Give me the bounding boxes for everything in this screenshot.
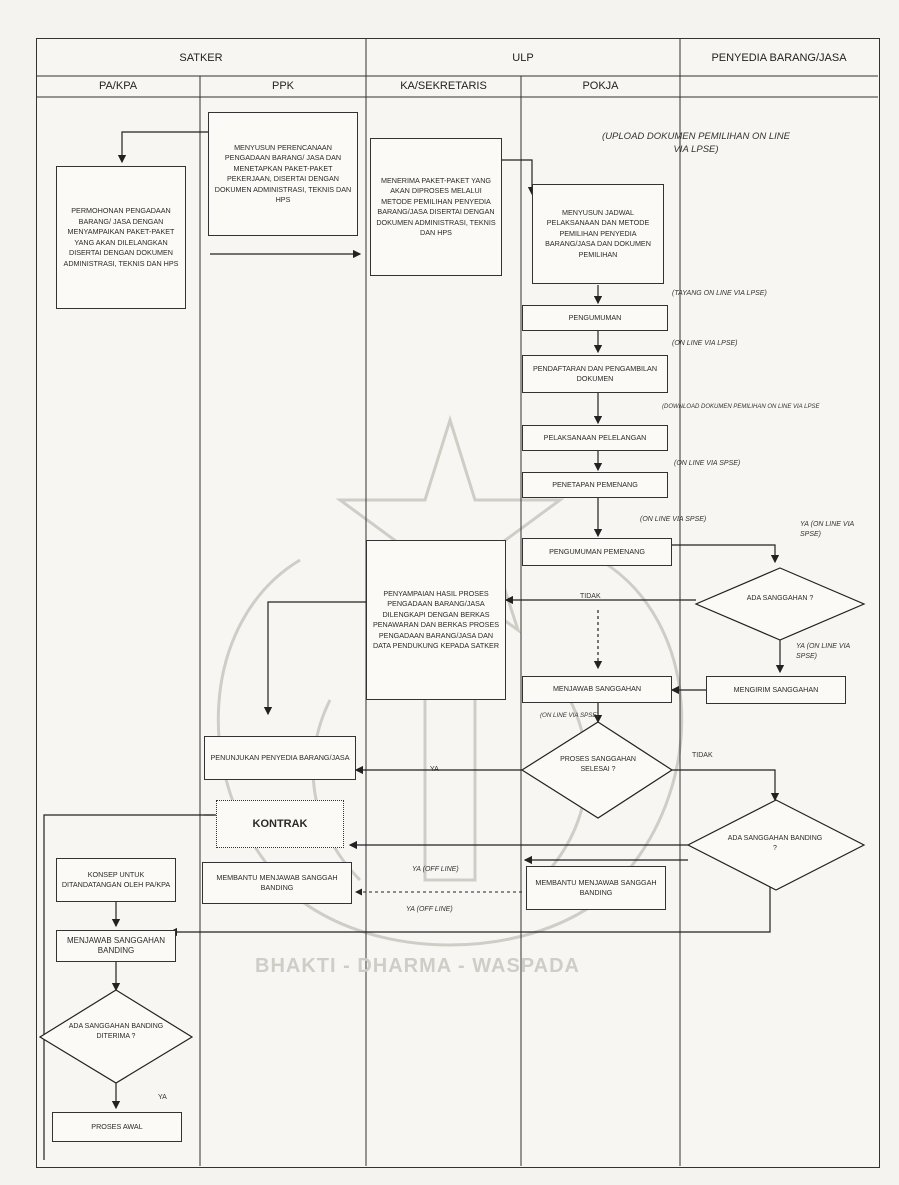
label-ya-online-1: YA (ON LINE VIA SPSE) bbox=[800, 521, 854, 538]
header-ppk: PPK bbox=[271, 80, 294, 92]
header-pokja: POKJA bbox=[582, 80, 619, 92]
decision-ada-banding: ADA SANGGAHAN BANDING ? bbox=[727, 835, 823, 852]
diamond-ada-banding bbox=[686, 799, 866, 891]
decision-proses-selesai: PROSES SANGGAHAN SELESAI ? bbox=[560, 756, 636, 773]
label-online-spse-1: (ON LINE VIA SPSE) bbox=[674, 460, 741, 467]
label-tidak-2: TIDAK bbox=[692, 752, 713, 759]
header-satker: SATKER bbox=[179, 52, 223, 64]
diamond-ada-sanggahan bbox=[694, 567, 866, 641]
label-ya-online-2: YA (ON LINE VIA SPSE) bbox=[796, 643, 850, 660]
header-ka-sekretaris: KA/SEKRETARIS bbox=[400, 80, 487, 92]
box-membantu-pokja: MEMBANTU MENJAWAB SANGGAH BANDING bbox=[526, 866, 666, 910]
label-tidak-1: TIDAK bbox=[580, 593, 601, 600]
box-pengumuman-pemenang: PENGUMUMAN PEMENANG bbox=[522, 538, 672, 566]
label-online-spse-3: (ON LINE VIA SPSE) bbox=[540, 712, 599, 719]
diamond-proses-selesai bbox=[520, 721, 674, 819]
box-pengumuman: PENGUMUMAN bbox=[522, 305, 668, 331]
label-tayang: (TAYANG ON LINE VIA LPSE) bbox=[672, 290, 767, 297]
watermark-motto: BHAKTI - DHARMA - WASPADA bbox=[255, 955, 580, 977]
box-mengirim-sanggahan: MENGIRIM SANGGAHAN bbox=[706, 676, 846, 704]
box-penetapan: PENETAPAN PEMENANG bbox=[522, 472, 668, 498]
decision-banding-diterima: ADA SANGGAHAN BANDING DITERIMA ? bbox=[68, 1023, 164, 1040]
box-menyusun-perencanaan: MENYUSUN PERENCANAAN PENGADAAN BARANG/ J… bbox=[208, 112, 358, 236]
box-pendaftaran: PENDAFTARAN DAN PENGAMBILAN DOKUMEN bbox=[522, 355, 668, 393]
box-permohonan: PERMOHONAN PENGADAAN BARANG/ JASA DENGAN… bbox=[56, 166, 186, 309]
box-menjawab-sanggahan: MENJAWAB SANGGAHAN bbox=[522, 676, 672, 703]
decision-ada-sanggahan: ADA SANGGAHAN ? bbox=[746, 595, 814, 602]
box-menyusun-jadwal: MENYUSUN JADWAL PELAKSANAAN DAN METODE P… bbox=[532, 184, 664, 284]
label-online-spse-2: (ON LINE VIA SPSE) bbox=[640, 516, 707, 523]
label-download: (DOWNLOAD DOKUMEN PEMILIHAN ON LINE VIA … bbox=[662, 404, 820, 410]
label-ya-offline-2: YA (OFF LINE) bbox=[406, 906, 453, 913]
header-pa-kpa: PA/KPA bbox=[98, 80, 138, 92]
box-pelaksanaan: PELAKSANAAN PELELANGAN bbox=[522, 425, 668, 451]
box-proses-awal: PROSES AWAL bbox=[52, 1112, 182, 1142]
box-penunjukan: PENUNJUKAN PENYEDIA BARANG/JASA bbox=[204, 736, 356, 780]
box-kontrak: KONTRAK bbox=[216, 800, 344, 848]
box-membantu-ppk: MEMBANTU MENJAWAB SANGGAH BANDING bbox=[202, 862, 352, 904]
label-ya-2: YA bbox=[158, 1094, 167, 1101]
box-penyampaian: PENYAMPAIAN HASIL PROSES PENGADAAN BARAN… bbox=[366, 540, 506, 700]
label-ya-offline-1: YA (OFF LINE) bbox=[412, 866, 459, 873]
box-menjawab-banding: MENJAWAB SANGGAHAN BANDING bbox=[56, 930, 176, 962]
diamond-banding-diterima bbox=[38, 989, 194, 1084]
box-menerima-paket: MENERIMA PAKET-PAKET YANG AKAN DIPROSES … bbox=[370, 138, 502, 276]
header-penyedia: PENYEDIA BARANG/JASA bbox=[711, 52, 847, 64]
box-konsep: KONSEP UNTUK DITANDATANGAN OLEH PA/KPA bbox=[56, 858, 176, 902]
label-upload: (UPLOAD DOKUMEN PEMILIHAN ON LINE VIA LP… bbox=[602, 131, 790, 155]
label-ya-1: YA bbox=[430, 766, 439, 773]
label-online-lpse: (ON LINE VIA LPSE) bbox=[672, 340, 738, 347]
header-ulp: ULP bbox=[512, 52, 534, 64]
